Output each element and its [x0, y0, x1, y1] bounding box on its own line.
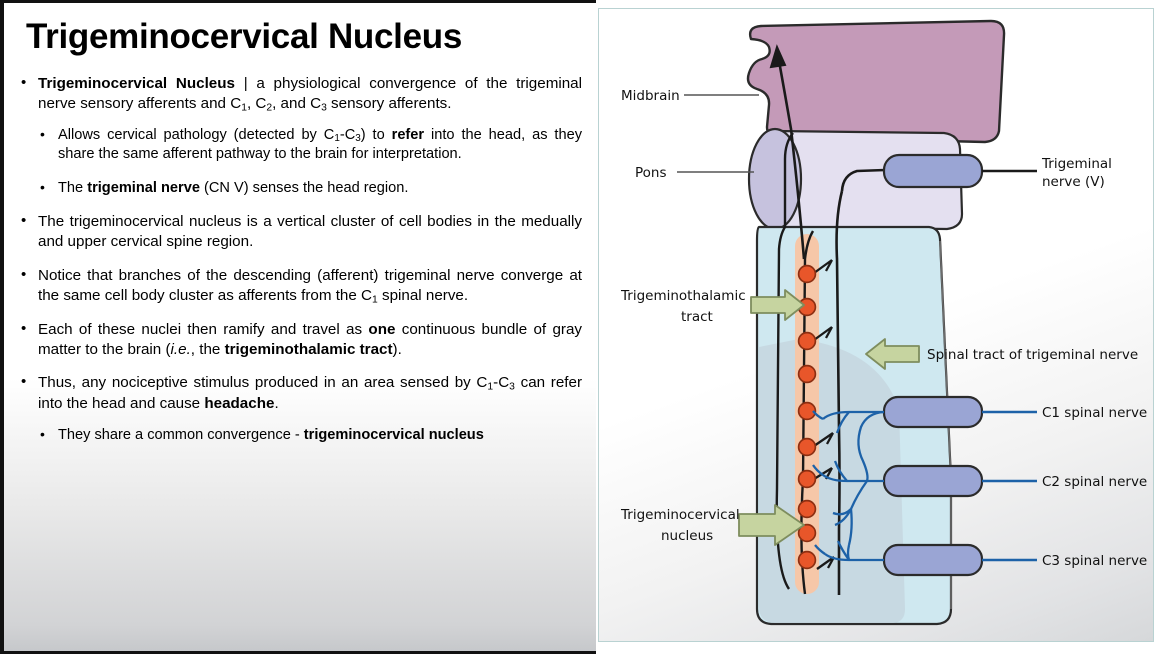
- term-tcn-final: trigeminocervical nucleus: [303, 426, 484, 443]
- trigeminal-collateral-branches: [813, 259, 836, 570]
- thus-text-4: .: [274, 395, 279, 413]
- ramify-text-2: continuous bundle of gray matter to the …: [38, 320, 582, 359]
- convergence-text-1: They share a common convergence -: [58, 426, 304, 443]
- anatomy-diagram-panel: Midbrain Pons Trigeminal nerve (V) Trige…: [598, 8, 1154, 642]
- tn-text-2: (CN V) senses the head region.: [199, 179, 409, 196]
- sub-c3-thus: 3: [509, 381, 515, 393]
- sub-c3-lower: 3: [355, 133, 361, 145]
- bullet-common-convergence: They share a common convergence - trigem…: [38, 425, 582, 445]
- label-trigeminal-nerve-line2: nerve (V): [1042, 174, 1105, 190]
- trigeminal-ganglion: [882, 153, 1037, 189]
- allows-text-4: into the head, as they share the same af…: [58, 126, 583, 163]
- cell-body-nuclei-group: [797, 264, 817, 570]
- label-trigeminal-nerve-line1: Trigeminal: [1041, 156, 1112, 172]
- label-spinal-tract-of-trigeminal-nerve: Spinal tract of trigeminal nerve: [927, 347, 1138, 363]
- label-trigeminocervical-nucleus-line1: Trigeminocervical: [620, 507, 740, 523]
- text-panel: Trigeminocervical Nucleus Trigeminocervi…: [0, 0, 596, 654]
- label-trigeminothalamic-tract-line2: tract: [681, 309, 713, 325]
- cervical-nerve-fibers: [812, 410, 885, 562]
- bullet-ramify-travel: Each of these nuclei then ramify and tra…: [18, 319, 582, 360]
- cell-body: [797, 469, 817, 489]
- bullet-nociceptive-referral: Thus, any nociceptive stimulus produced …: [18, 372, 582, 445]
- ramify-text-1: Each of these nuclei then ramify and tra…: [38, 320, 369, 338]
- label-trigeminocervical-nucleus-line2: nucleus: [661, 528, 713, 544]
- ramify-text-3: , the: [190, 341, 225, 359]
- allows-text-2: -C: [339, 126, 356, 143]
- bullet-list-level1: Trigeminocervical Nucleus | a physiologi…: [18, 73, 583, 445]
- term-trigeminal-nerve: trigeminal nerve: [87, 179, 200, 196]
- bullet-trigeminal-nerve-senses: The trigeminal nerve (CN V) senses the h…: [38, 178, 582, 198]
- cell-body: [797, 550, 817, 570]
- notice-text-1: Notice that branches of the descending (…: [38, 266, 582, 304]
- allows-text-3: ) to: [360, 126, 392, 143]
- definition-text-d: sensory afferents.: [326, 94, 452, 112]
- midbrain-structure: [746, 19, 1006, 144]
- cell-body: [797, 437, 817, 457]
- cell-body: [797, 499, 817, 519]
- allows-text-1: Allows cervical pathology (detected by C: [58, 126, 335, 143]
- term-trigeminothalamic-tract: trigeminothalamic tract: [224, 341, 393, 359]
- bullet-list-level2-b: They share a common convergence - trigem…: [38, 425, 582, 445]
- term-one: one: [368, 320, 396, 338]
- label-c2-spinal-nerve: C2 spinal nerve: [1042, 474, 1147, 490]
- label-trigeminothalamic-tract-line1: Trigeminothalamic: [620, 288, 746, 304]
- thus-text-2: -C: [493, 374, 510, 392]
- c1-ganglion: [882, 395, 1037, 429]
- term-headache: headache: [204, 395, 275, 413]
- bullet-vertical-cluster: The trigeminocervical nucleus is a verti…: [18, 211, 582, 252]
- label-pons: Pons: [635, 165, 667, 181]
- brainstem-diagram: Midbrain Pons Trigeminal nerve (V) Trige…: [620, 19, 1147, 626]
- definition-text-a: a physiological convergence of the trige…: [38, 74, 582, 112]
- sub-c1: 1: [241, 102, 247, 114]
- sub-c1-lower: 1: [334, 133, 340, 145]
- sub-c1-thus: 1: [487, 381, 494, 393]
- abbrev-ie: i.e.: [170, 341, 191, 359]
- thus-text-1: Thus, any nociceptive stimulus produced …: [38, 374, 488, 392]
- cell-body: [797, 401, 817, 421]
- thus-text-3: can refer into the head and cause: [38, 374, 582, 413]
- notice-text-2: spinal nerve.: [377, 286, 469, 304]
- term-trigeminocervical-nucleus: Trigeminocervical Nucleus: [38, 74, 235, 92]
- term-refer: refer: [391, 126, 425, 143]
- bullet-allows-referral: Allows cervical pathology (detected by C…: [38, 125, 583, 165]
- separator-pipe: |: [234, 74, 257, 92]
- label-midbrain: Midbrain: [621, 88, 680, 104]
- sub-c1-notice: 1: [372, 294, 378, 306]
- bullet-definition: Trigeminocervical Nucleus | a physiologi…: [18, 73, 583, 198]
- tract-arrow-to-midbrain: [769, 44, 806, 260]
- c3-ganglion: [882, 543, 1037, 577]
- cell-body: [797, 264, 817, 284]
- cell-body: [797, 364, 817, 384]
- label-c1-spinal-nerve: C1 spinal nerve: [1042, 405, 1147, 421]
- tn-text-1: The: [58, 179, 88, 196]
- leader-lines: [677, 94, 759, 173]
- bullet-list-level2-a: Allows cervical pathology (detected by C…: [38, 125, 583, 198]
- trigeminal-nerve-root: [840, 168, 886, 192]
- sub-c3: 3: [321, 102, 327, 114]
- label-c3-spinal-nerve: C3 spinal nerve: [1042, 553, 1147, 569]
- ramify-text-4: ).: [392, 341, 402, 359]
- spinal-tract-arrow-icon: [865, 338, 920, 370]
- definition-text-b: , C: [246, 94, 267, 112]
- c2-ganglion: [882, 464, 1037, 498]
- trigeminocervical-nucleus-arrow-icon: [738, 504, 805, 546]
- bullet-notice-branches: Notice that branches of the descending (…: [18, 265, 582, 307]
- cell-body: [797, 523, 817, 543]
- sub-c2: 2: [266, 102, 273, 114]
- definition-text-c: , and C: [272, 94, 322, 112]
- cell-body: [797, 331, 817, 351]
- page-title: Trigeminocervical Nucleus: [26, 17, 463, 56]
- trigeminothalamic-tract-arrow-icon: [750, 289, 805, 321]
